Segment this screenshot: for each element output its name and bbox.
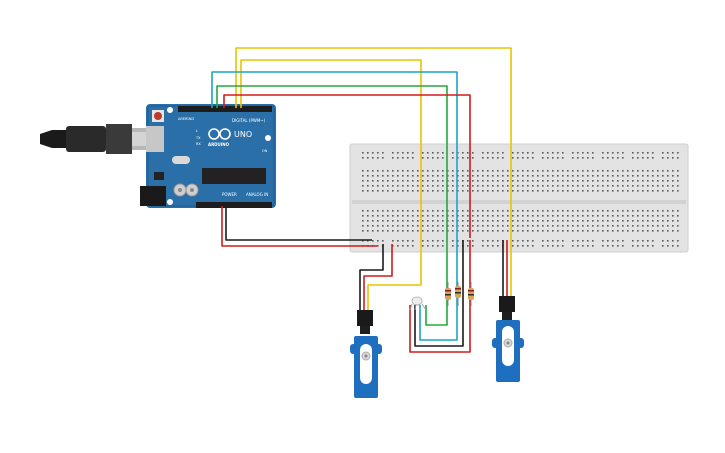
wire-black-gnd	[225, 206, 372, 241]
wire-servo-left-red	[363, 244, 393, 312]
servo-right	[492, 296, 524, 382]
aref-label: AREF	[178, 117, 187, 121]
breadboard-holes	[362, 152, 679, 247]
on-label: ON	[262, 149, 268, 153]
servo-left	[350, 310, 382, 398]
wire-yellow-1	[235, 47, 512, 300]
digital-label: DIGITAL (PWM~)	[232, 118, 266, 123]
resistor	[468, 282, 474, 306]
gnd-label: GND	[186, 117, 194, 121]
board-brand: ARDUINO	[208, 142, 230, 147]
analog-label: ANALOG IN	[246, 192, 268, 197]
resistor	[445, 282, 451, 306]
board-model: UNO	[234, 130, 252, 139]
wire-teal	[211, 71, 458, 341]
resistors	[445, 282, 474, 306]
wire-servo-left-black	[359, 244, 384, 312]
arduino-logo-icon	[208, 128, 231, 140]
breadboard	[349, 143, 689, 253]
power-label: POWER	[222, 192, 237, 197]
rx-label: RX	[196, 142, 201, 146]
l-label: L	[196, 129, 198, 133]
usb-cable	[40, 124, 160, 154]
wire-red-5v	[221, 206, 377, 247]
resistor	[455, 282, 461, 306]
rgb-led	[409, 296, 427, 311]
wires	[211, 47, 512, 353]
wire-red-top	[223, 94, 471, 238]
wire-led-black	[414, 240, 464, 347]
arduino-uno-board: UNO ARDUINO DIGITAL (PWM~) POWER ANALOG …	[140, 104, 276, 208]
wire-yellow-2	[240, 59, 422, 318]
tx-label: TX	[195, 136, 201, 140]
wire-green	[216, 85, 448, 326]
